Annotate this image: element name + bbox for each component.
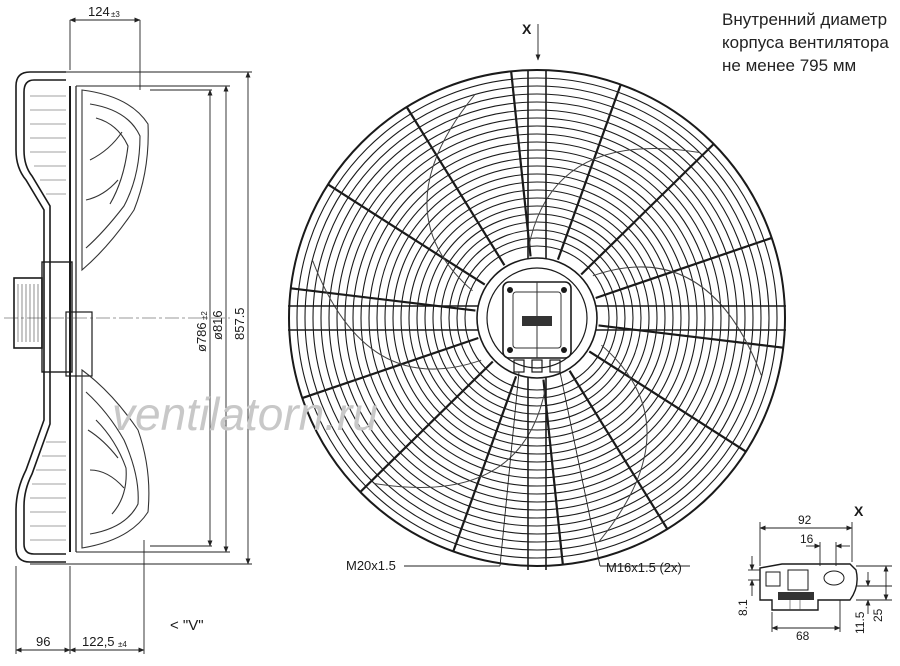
guard-ring — [320, 101, 754, 535]
note-line-1: Внутренний диаметр — [722, 10, 888, 29]
guard-ring — [312, 93, 762, 543]
guard-spoke — [301, 336, 479, 400]
guard-rings — [288, 69, 786, 567]
guard-spoke — [556, 84, 622, 261]
view-x-marker: X — [522, 21, 532, 37]
guard-ring — [432, 213, 642, 423]
guard-spoke — [580, 143, 715, 276]
guard-ring — [336, 117, 738, 519]
label-m16: M16x1.5 (2x) — [606, 560, 682, 575]
housing-diameter-note: Внутренний диаметр корпуса вентилятора н… — [722, 8, 889, 77]
guard-ring — [304, 85, 770, 551]
note-line-2: корпуса вентилятора — [722, 33, 889, 52]
guard-ring — [328, 109, 746, 527]
guard-ring — [416, 197, 658, 439]
guard-ring — [408, 189, 666, 447]
side-view: 124 ±3 ø786 ±2 ø816 857.5 96 122,5 ±4 < … — [4, 4, 252, 654]
blade-outline — [374, 387, 547, 488]
guard-ring — [440, 221, 634, 415]
guard-ring — [352, 133, 722, 503]
watermark: ventilatorn.ru — [112, 388, 378, 440]
blade-outline — [311, 259, 482, 370]
dim-bottom-left: 96 — [36, 634, 50, 649]
guard-spoke — [595, 236, 773, 300]
note-line-3: не менее 795 мм — [722, 56, 857, 75]
guard-spoke — [568, 370, 669, 530]
guard-ring — [456, 237, 618, 399]
blade-outline — [527, 148, 700, 249]
detail-dim-16: 16 — [800, 532, 814, 546]
guard-spoke — [327, 183, 486, 286]
guard-ring — [288, 69, 786, 567]
dim-bottom-right: 122,5 — [82, 634, 115, 649]
blade-outline — [598, 344, 648, 542]
dim-top-label: 124 — [88, 4, 110, 19]
detail-dim-11-5: 11.5 — [853, 611, 867, 634]
guard-ring — [464, 245, 610, 391]
guard-ring — [368, 149, 706, 487]
guard-spoke — [290, 287, 476, 312]
guard-ring — [384, 165, 690, 471]
guard-spoke — [405, 106, 506, 266]
guard-ring — [360, 141, 714, 495]
detail-dim-8-1: 8.1 — [736, 599, 750, 616]
label-m20: M20x1.5 — [346, 558, 396, 573]
guard-spoke — [452, 375, 518, 552]
detail-x-marker: X — [854, 503, 864, 519]
guard-ring — [448, 229, 626, 407]
dim-inner-diameter-tolerance: ±2 — [200, 311, 209, 320]
guard-ring — [424, 205, 650, 431]
detail-x: X 92 16 68 8.1 — [736, 503, 892, 643]
blade-outline — [426, 94, 476, 292]
guard-ring — [400, 181, 674, 455]
dim-top-tolerance: ±3 — [111, 10, 120, 19]
guard-ring — [344, 125, 730, 511]
dim-overall: 857.5 — [232, 307, 247, 340]
blade-outlines — [311, 94, 763, 542]
guard-spoke — [598, 324, 784, 349]
dim-inner-diameter: ø786 — [194, 322, 209, 352]
detail-dim-68: 68 — [796, 629, 810, 643]
dim-bottom-right-tolerance: ±4 — [118, 640, 127, 649]
guard-ring — [376, 157, 698, 479]
detail-dim-92: 92 — [798, 513, 812, 527]
guard-spoke — [359, 360, 494, 493]
dim-ring-diameter: ø816 — [210, 310, 225, 340]
guard-spokes — [290, 71, 784, 565]
guard-ring — [392, 173, 682, 463]
guard-spoke — [588, 350, 747, 453]
front-view: X M20x1.5 M16x1.5 (2x) — [288, 21, 786, 575]
blade-outline — [592, 266, 763, 377]
guard-ring — [296, 77, 778, 559]
view-v-label: < "V" — [170, 617, 204, 634]
detail-dim-25: 25 — [871, 608, 885, 622]
